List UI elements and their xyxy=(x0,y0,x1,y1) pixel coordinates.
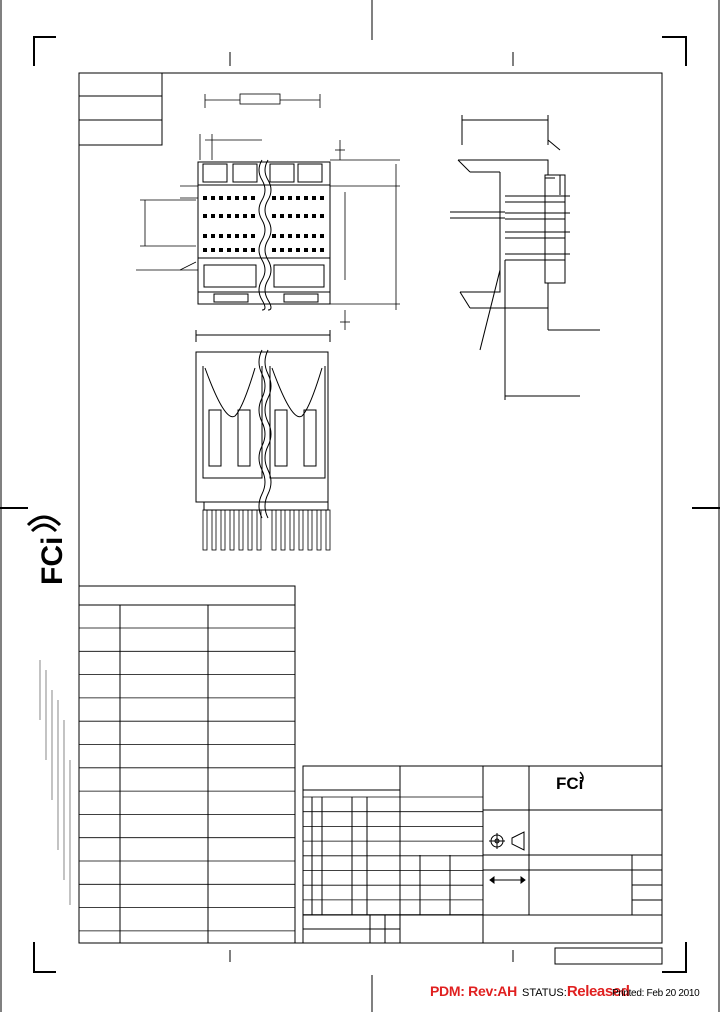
svg-text:FCi: FCi xyxy=(36,537,69,585)
bottom-view xyxy=(195,330,331,519)
printed-date: Printed: Feb 20 2010 xyxy=(612,988,700,999)
contact-dot xyxy=(227,234,231,238)
status-label: STATUS:Released xyxy=(522,983,630,1000)
bottom-view-pins xyxy=(202,509,331,551)
pin xyxy=(298,509,304,551)
contact-dot xyxy=(280,248,284,252)
contact-dot xyxy=(304,196,308,200)
contact-dot xyxy=(320,248,324,252)
contact-dot xyxy=(272,196,276,200)
pin xyxy=(325,509,331,551)
revision-tag-box xyxy=(554,947,663,965)
pin xyxy=(271,509,277,551)
contact-dot xyxy=(272,234,276,238)
pdm-revision-label: PDM: Rev:AH xyxy=(430,983,517,999)
pin xyxy=(220,509,226,551)
contact-dot xyxy=(304,234,308,238)
contact-dot xyxy=(251,214,255,218)
left-margin-notes xyxy=(39,660,71,905)
contact-dot xyxy=(251,248,255,252)
contact-dot xyxy=(203,214,207,218)
front-view-contact-grid xyxy=(203,196,324,252)
contact-dot xyxy=(219,214,223,218)
contact-dot xyxy=(288,248,292,252)
contact-dot xyxy=(227,196,231,200)
contact-dot xyxy=(288,214,292,218)
contact-dot xyxy=(211,234,215,238)
contact-dot xyxy=(219,248,223,252)
title-block xyxy=(302,765,663,944)
contact-dot xyxy=(211,196,215,200)
contact-dot xyxy=(251,196,255,200)
pin xyxy=(229,509,235,551)
contact-dot xyxy=(243,214,247,218)
status-prefix: STATUS: xyxy=(522,987,567,999)
contact-dot xyxy=(312,248,316,252)
contact-dot xyxy=(304,248,308,252)
contact-dot xyxy=(219,234,223,238)
contact-dot xyxy=(227,214,231,218)
contact-dot xyxy=(243,248,247,252)
corner-mark-tl xyxy=(33,36,56,66)
corner-mark-bl xyxy=(33,942,56,973)
contact-dot xyxy=(219,196,223,200)
contact-dot xyxy=(280,214,284,218)
status-value: Released xyxy=(566,983,630,1000)
pin xyxy=(307,509,313,551)
contact-dot xyxy=(235,248,239,252)
contact-dot xyxy=(235,214,239,218)
corner-mark-br xyxy=(662,942,687,973)
contact-dot xyxy=(235,196,239,200)
contact-dot xyxy=(227,248,231,252)
contact-dot xyxy=(312,196,316,200)
contact-dot xyxy=(243,234,247,238)
contact-dot xyxy=(312,234,316,238)
contact-dot xyxy=(203,196,207,200)
contact-dot xyxy=(320,234,324,238)
contact-dot xyxy=(296,234,300,238)
pin xyxy=(316,509,322,551)
pin xyxy=(280,509,286,551)
fci-logo: FCi xyxy=(26,515,69,585)
contact-dot xyxy=(203,234,207,238)
contact-dot xyxy=(296,248,300,252)
pin xyxy=(211,509,217,551)
contact-dot xyxy=(211,214,215,218)
contact-dot xyxy=(203,248,207,252)
revision-box xyxy=(78,72,163,146)
contact-dot xyxy=(288,234,292,238)
svg-text:FCi: FCi xyxy=(556,774,583,793)
part-number-table xyxy=(78,585,296,944)
pin xyxy=(238,509,244,551)
drawing-border xyxy=(78,72,663,944)
contact-dot xyxy=(296,214,300,218)
contact-dot xyxy=(280,196,284,200)
contact-dot xyxy=(296,196,300,200)
contact-dot xyxy=(312,214,316,218)
pin xyxy=(247,509,253,551)
front-view xyxy=(197,159,331,311)
contact-dot xyxy=(272,214,276,218)
contact-dot xyxy=(235,234,239,238)
corner-mark-tr xyxy=(662,36,687,66)
contact-dot xyxy=(320,214,324,218)
title-block-logo: FCi xyxy=(556,771,584,793)
contact-dot xyxy=(280,234,284,238)
contact-dot xyxy=(243,196,247,200)
pin xyxy=(289,509,295,551)
contact-dot xyxy=(272,248,276,252)
pin xyxy=(256,509,262,551)
contact-dot xyxy=(251,234,255,238)
contact-dot xyxy=(288,196,292,200)
contact-dot xyxy=(304,214,308,218)
pin xyxy=(202,509,208,551)
contact-dot xyxy=(211,248,215,252)
contact-dot xyxy=(320,196,324,200)
side-view xyxy=(450,115,600,400)
